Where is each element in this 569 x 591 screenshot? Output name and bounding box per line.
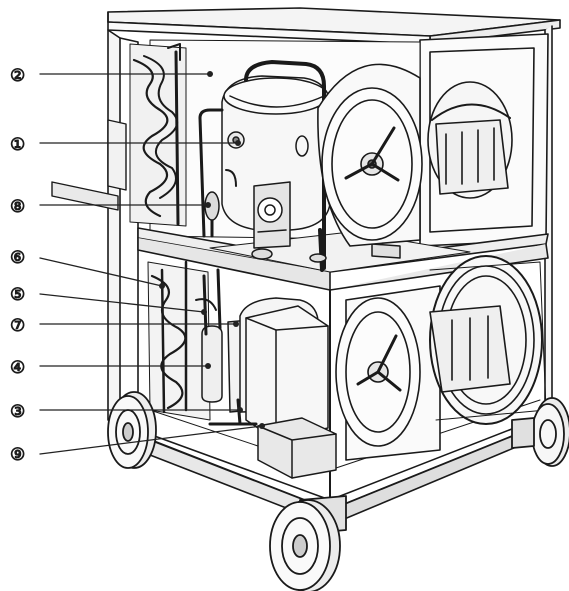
callout-label: ① bbox=[10, 135, 25, 155]
handle bbox=[51, 119, 127, 211]
wheel-right bbox=[511, 397, 569, 467]
callout-7: ⑦ bbox=[10, 316, 239, 337]
wheel-front bbox=[269, 495, 347, 591]
callout-label: ③ bbox=[10, 402, 25, 422]
callout-label: ④ bbox=[10, 358, 25, 378]
callout-1: ① bbox=[10, 135, 241, 156]
callout-5: ⑤ bbox=[10, 285, 207, 315]
callout-label: ⑤ bbox=[10, 285, 25, 305]
callout-label: ⑦ bbox=[10, 316, 25, 336]
callout-label: ② bbox=[10, 66, 25, 86]
callouts: ② ① ⑧ ⑥ ⑤ ⑦ ④ bbox=[10, 66, 265, 466]
callout-8: ⑧ bbox=[10, 197, 211, 218]
lower-compressor bbox=[184, 260, 337, 479]
callout-label: ⑧ bbox=[10, 197, 25, 217]
callout-2: ② bbox=[10, 66, 213, 87]
wheel-left bbox=[107, 391, 157, 469]
lower-blower bbox=[335, 255, 547, 461]
callout-9: ⑨ bbox=[10, 423, 265, 466]
callout-label: ⑥ bbox=[10, 248, 25, 268]
upper-blower bbox=[317, 63, 513, 247]
callout-label: ⑨ bbox=[10, 445, 25, 465]
callout-6: ⑥ bbox=[10, 248, 165, 289]
callout-4: ④ bbox=[10, 358, 211, 379]
callout-3: ③ bbox=[10, 402, 243, 423]
